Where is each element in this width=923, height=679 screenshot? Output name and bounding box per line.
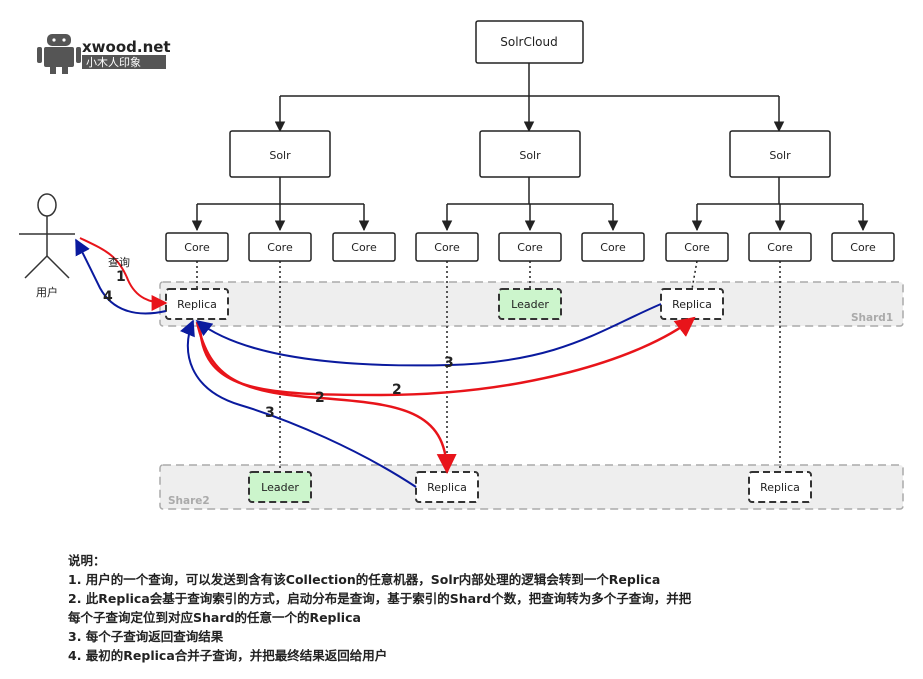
core-node	[581, 232, 645, 262]
replica-label: Replica	[672, 298, 712, 311]
result-arrow-step4	[75, 238, 167, 315]
replica-label: Replica	[427, 481, 467, 494]
notes-title: 说明：	[68, 553, 106, 568]
logo-text: xwood.net	[82, 38, 171, 56]
core-label: Core	[767, 241, 793, 254]
step-label-2: 2	[315, 390, 325, 406]
solrcloud-node	[475, 20, 584, 64]
core-nodes: Core Core Core Core Core Core Core Core …	[165, 232, 895, 262]
core-label: Core	[600, 241, 626, 254]
step-label-3: 3	[444, 355, 454, 371]
core-node	[748, 232, 812, 262]
subresult-arrow-from-shard1	[195, 303, 662, 367]
replica-node-shard1-a	[165, 288, 229, 320]
note-line: 4. 最初的Replica合并子查询，并把最终结果返回给用户	[68, 648, 388, 663]
core-replica-links	[196, 260, 781, 472]
subquery-arrow-to-shard1	[198, 316, 696, 397]
solr-label: Solr	[269, 149, 291, 162]
replica-label: Replica	[177, 298, 217, 311]
core-label: Core	[184, 241, 210, 254]
core-label: Core	[267, 241, 293, 254]
step-label-1: 1	[116, 269, 126, 285]
tree-connectors	[191, 63, 869, 232]
replica-label: Replica	[760, 481, 800, 494]
user-icon	[19, 193, 75, 279]
solr-node	[229, 130, 331, 178]
step-label-4: 4	[103, 289, 113, 305]
query-label: 查询	[108, 255, 130, 269]
shard2-band	[159, 464, 904, 510]
core-label: Core	[434, 241, 460, 254]
core-label: Core	[850, 241, 876, 254]
solrcloud-label: SolrCloud	[500, 35, 558, 49]
core-node	[248, 232, 312, 262]
core-label: Core	[351, 241, 377, 254]
leader-label: Leader	[511, 298, 549, 311]
step-label-2: 2	[392, 382, 402, 398]
note-line: 每个子查询定位到对应Shard的任意一个的Replica	[68, 610, 361, 625]
android-robot-icon	[37, 34, 81, 74]
core-node	[165, 232, 229, 262]
subresult-arrow-from-shard2	[180, 319, 417, 488]
core-node	[498, 232, 562, 262]
core-node	[332, 232, 396, 262]
leader-node-shard2	[248, 471, 312, 503]
note-line: 2. 此Replica会基于查询索引的方式，启动分布是查询，基于索引的Shard…	[68, 591, 692, 606]
core-node	[415, 232, 479, 262]
logo-subtext: 小木人印象	[86, 56, 141, 69]
query-arrow-step1	[79, 237, 168, 311]
solr-node	[479, 130, 581, 178]
note-line: 3. 每个子查询返回查询结果	[68, 629, 224, 644]
core-node	[831, 232, 895, 262]
replica-node-shard2-b	[748, 471, 812, 503]
replica-node-shard1-b	[660, 288, 724, 320]
leader-node-shard1	[498, 288, 562, 320]
leader-label: Leader	[261, 481, 299, 494]
shard2-label: Share2	[168, 495, 210, 507]
shard1-label: Shard1	[851, 312, 893, 324]
notes: 说明： 1. 用户的一个查询，可以发送到含有该Collection的任意机器，S…	[68, 551, 908, 665]
subquery-arrow-to-shard2	[195, 321, 457, 474]
note-line: 1. 用户的一个查询，可以发送到含有该Collection的任意机器，Solr内…	[68, 572, 661, 587]
user-label: 用户	[36, 285, 58, 299]
solr-node	[729, 130, 831, 178]
core-label: Core	[684, 241, 710, 254]
core-node	[665, 232, 729, 262]
core-label: Core	[517, 241, 543, 254]
solr-label: Solr	[769, 149, 791, 162]
logo: xwood.net 小木人印象	[37, 34, 171, 74]
step-label-3: 3	[265, 405, 275, 421]
solr-label: Solr	[519, 149, 541, 162]
